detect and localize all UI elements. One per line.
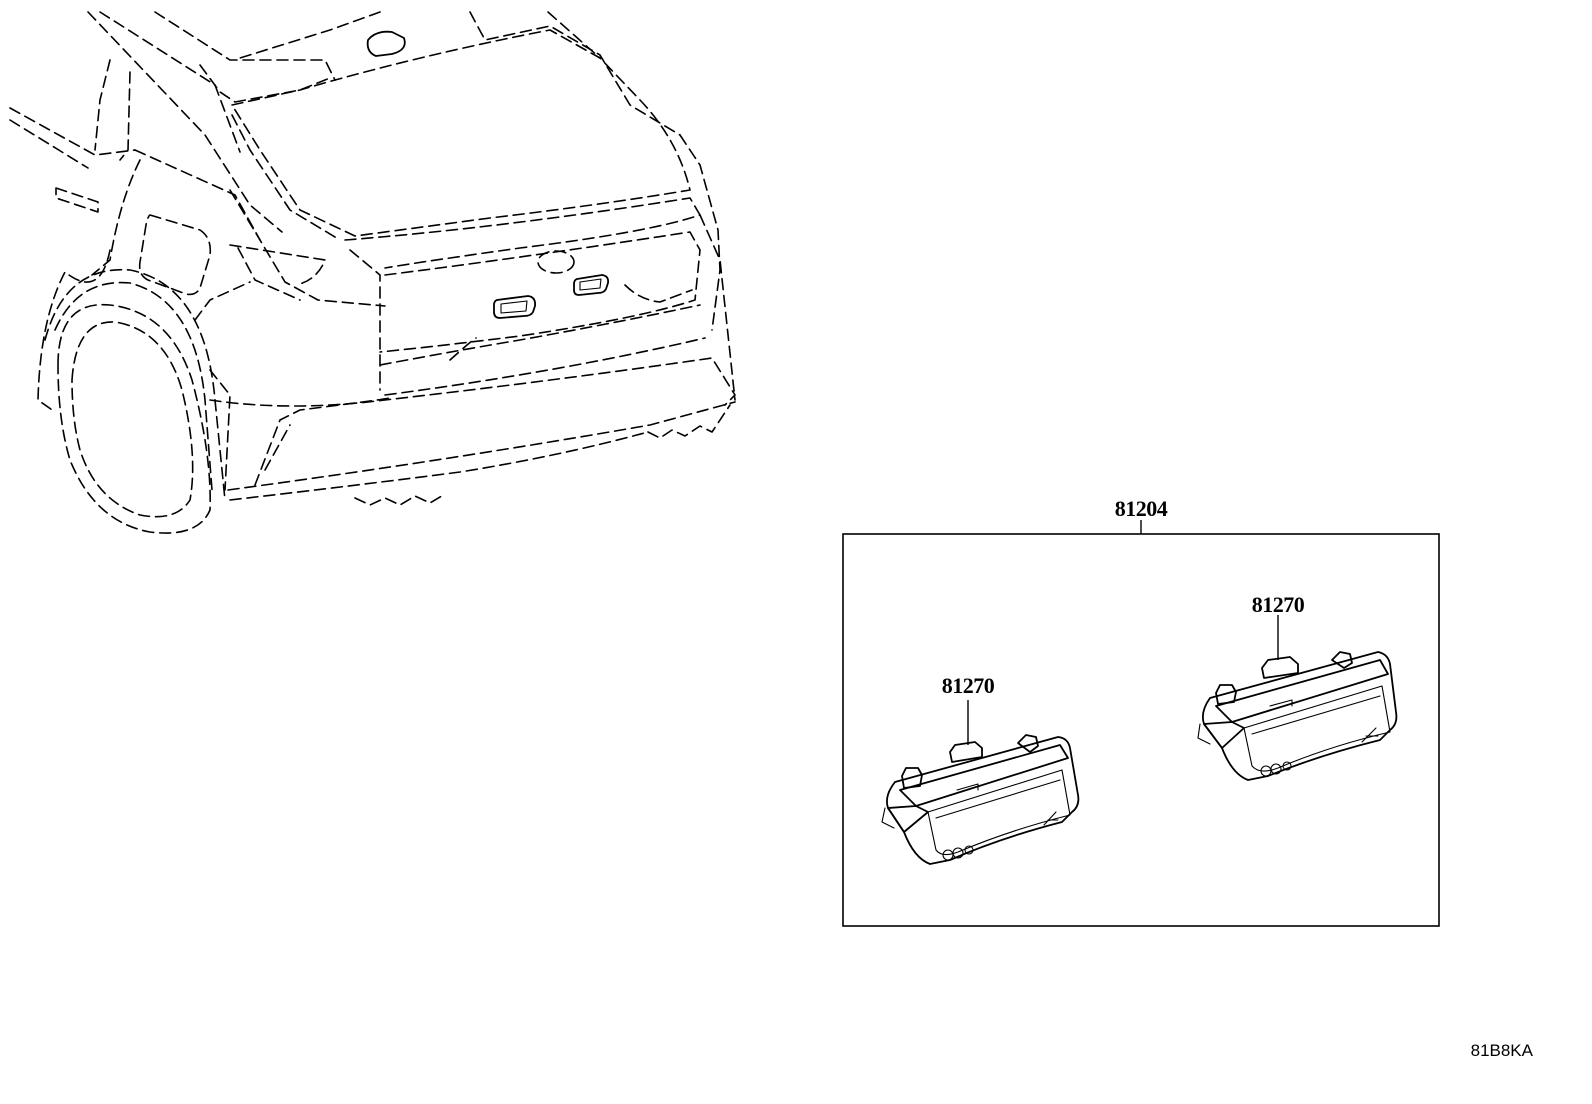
license-lamp-location-left bbox=[493, 295, 537, 319]
license-lamp-location-right bbox=[573, 274, 610, 296]
diagram-code: 81B8KA bbox=[1471, 1041, 1534, 1060]
assembly-part-number[interactable]: 81204 bbox=[1115, 496, 1169, 521]
license-lamp-right bbox=[1197, 615, 1398, 781]
license-lamp-left bbox=[881, 700, 1080, 865]
assembly-box bbox=[842, 520, 1440, 927]
vehicle-rear-outline bbox=[9, 11, 736, 534]
lamp-right-part-number[interactable]: 81270 bbox=[1252, 592, 1306, 617]
lamp-left-part-number[interactable]: 81270 bbox=[942, 673, 996, 698]
